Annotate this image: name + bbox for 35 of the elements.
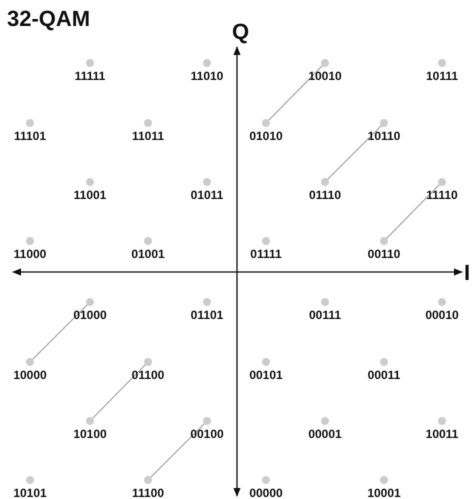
bit-label: 00100 [189,427,225,441]
bit-label: 10000 [12,368,48,382]
bit-label: 00010 [424,308,460,322]
bit-label: 01110 [308,188,342,202]
bit-label: 01101 [190,308,224,322]
bit-label: 00101 [248,368,284,382]
axis-label: Q [232,19,250,45]
bit-label: 11101 [12,129,48,143]
bit-label: 10100 [72,427,108,441]
bit-label: 11010 [190,69,224,83]
bit-label: 11011 [130,129,166,143]
bit-label: 11111 [74,69,106,83]
bit-label: 11001 [72,188,108,202]
bit-label: 11110 [425,188,459,202]
bit-label: 00000 [248,486,284,499]
diagram-title: 32-QAM [7,6,90,32]
bit-label: 11100 [130,486,166,499]
bit-label: 01011 [190,188,224,202]
bit-label: 00011 [366,368,402,382]
bit-label: 10001 [366,486,402,499]
bit-label: 00001 [307,427,343,441]
bit-label: 01010 [248,129,284,143]
bit-label: 10111 [424,69,460,83]
bit-label: 10011 [424,427,460,441]
bit-label: 01000 [72,308,108,322]
bit-label: 01111 [249,247,283,261]
bit-label: 01100 [130,368,166,382]
bit-label: 10010 [307,69,343,83]
axis-label: I [464,260,470,286]
bit-label: 00111 [308,308,342,322]
bit-label: 01001 [130,247,166,261]
bit-label: 10110 [366,129,402,143]
bit-label: 00110 [366,247,402,261]
bit-label: 11000 [12,247,48,261]
bit-label: 10101 [12,486,48,499]
